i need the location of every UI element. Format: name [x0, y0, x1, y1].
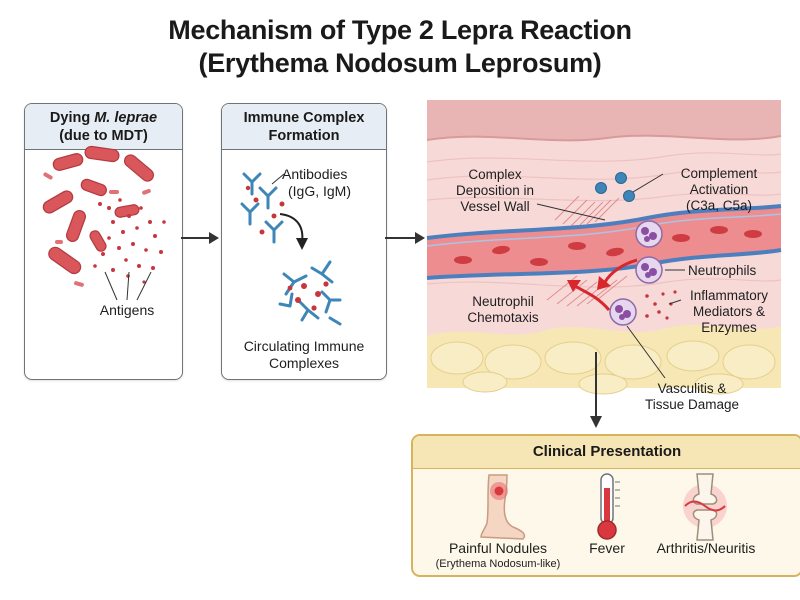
- red-blood-cells-icon: [454, 226, 762, 266]
- panel-immune-complex: Immune Complex Formation: [221, 103, 387, 380]
- complexes-line-1: Circulating Immune: [243, 338, 365, 354]
- neutrophil-icon: [609, 220, 663, 326]
- complex-deposition-line-3: Vessel Wall: [460, 199, 530, 214]
- antibodies-line-1: Antibodies: [282, 166, 348, 182]
- deposition-hatching: [546, 195, 628, 307]
- arthritis-neuritis-label: Arthritis/Neuritis: [656, 540, 756, 556]
- bacteria-fragments-icon: [43, 172, 151, 287]
- antigen-pointer-lines: [104, 271, 152, 301]
- complement-line-3: (C3a, C5a): [685, 198, 753, 213]
- header-line-2: Formation: [268, 128, 340, 144]
- inflammatory-mediators-label: Inflammatory Mediators & Enzymes: [676, 288, 782, 336]
- antibodies-line-2: (IgG, IgM): [288, 183, 352, 199]
- chemotaxis-line-2: Chemotaxis: [467, 310, 539, 325]
- blood-vessel: [427, 206, 781, 278]
- free-antigen-icon: [245, 185, 285, 235]
- arrow-to-tissue: [385, 232, 425, 244]
- panel-dying-bacteria: Dying M. leprae (due to MDT): [24, 103, 183, 380]
- tissue-cross-section: [426, 100, 782, 395]
- bacteria-icon: [42, 145, 155, 275]
- tissue-pointer-lines: [536, 173, 685, 379]
- header-species: M. leprae: [94, 110, 158, 126]
- title-line-1: Mechanism of Type 2 Lepra Reaction: [168, 15, 632, 45]
- header-line-1: Immune Complex: [243, 110, 365, 126]
- neutrophil-chemotaxis-label: Neutrophil Chemotaxis: [448, 294, 558, 326]
- curved-arrow-icon: [279, 213, 304, 243]
- antigens-label: Antigens: [99, 302, 155, 318]
- panel-immune-complex-header: Immune Complex Formation: [222, 104, 386, 150]
- joint-icon: [683, 473, 727, 541]
- painful-nodules-label: Painful Nodules: [448, 540, 548, 556]
- antibody-icon: [240, 172, 284, 244]
- clinical-presentation-header: Clinical Presentation: [413, 436, 800, 469]
- diagram-title: Mechanism of Type 2 Lepra Reaction (Eryt…: [0, 14, 800, 80]
- painful-nodules-sublabel: (Erythema Nodosum-like): [435, 558, 561, 570]
- mediators-line-1: Inflammatory: [689, 288, 769, 303]
- complement-line-1: Complement: [680, 166, 758, 181]
- arrow-to-clinical: [590, 352, 602, 428]
- circulating-complexes-label: Circulating Immune Complexes: [222, 338, 386, 372]
- complex-deposition-line-2: Deposition in: [455, 183, 535, 198]
- antigen-dots-icon: [93, 198, 166, 284]
- antibodies-label: Antibodies (IgG, IgM): [282, 166, 382, 200]
- thermometer-icon: [597, 473, 620, 540]
- chemotaxis-line-1: Neutrophil: [472, 294, 534, 309]
- header-text: Dying: [49, 110, 95, 126]
- complement-activation-label: Complement Activation (C3a, C5a): [664, 166, 774, 214]
- leg-nodule-icon: [480, 474, 526, 540]
- neutrophils-label: Neutrophils: [688, 263, 757, 278]
- epidermis-layer: [427, 100, 781, 141]
- vasculitis-line-2: Tissue Damage: [644, 397, 740, 412]
- immune-complex-illustration: [240, 172, 342, 326]
- complement-line-2: Activation: [689, 182, 749, 197]
- complexes-line-2: Complexes: [268, 355, 340, 371]
- immune-complex-icon: [278, 260, 342, 326]
- bound-antigen-icon: [287, 281, 329, 311]
- vasculitis-label: Vasculitis & Tissue Damage: [632, 381, 752, 413]
- bacteria-illustration: [42, 145, 166, 301]
- chemotaxis-arrow-icon: [574, 258, 638, 311]
- antibody-pointer-line: [271, 173, 285, 185]
- arrow-to-immune-complex: [181, 232, 219, 244]
- complex-deposition-line-1: Complex: [468, 167, 522, 182]
- complement-proteins-icon: [595, 172, 635, 202]
- panel-dying-bacteria-header: Dying M. leprae (due to MDT): [25, 104, 182, 150]
- mediators-line-3: Enzymes: [701, 320, 757, 335]
- mediator-dots-icon: [645, 290, 677, 320]
- clinical-presentation-panel: Clinical Presentation Painful Nodules (E…: [411, 434, 800, 577]
- complex-deposition-label: Complex Deposition in Vessel Wall: [440, 167, 550, 215]
- header-subtext: (due to MDT): [59, 128, 148, 144]
- mediators-line-2: Mediators &: [692, 304, 766, 319]
- fever-label: Fever: [589, 540, 625, 556]
- vasculitis-line-1: Vasculitis &: [657, 381, 727, 396]
- title-line-2: (Erythema Nodosum Leprosum): [198, 48, 602, 78]
